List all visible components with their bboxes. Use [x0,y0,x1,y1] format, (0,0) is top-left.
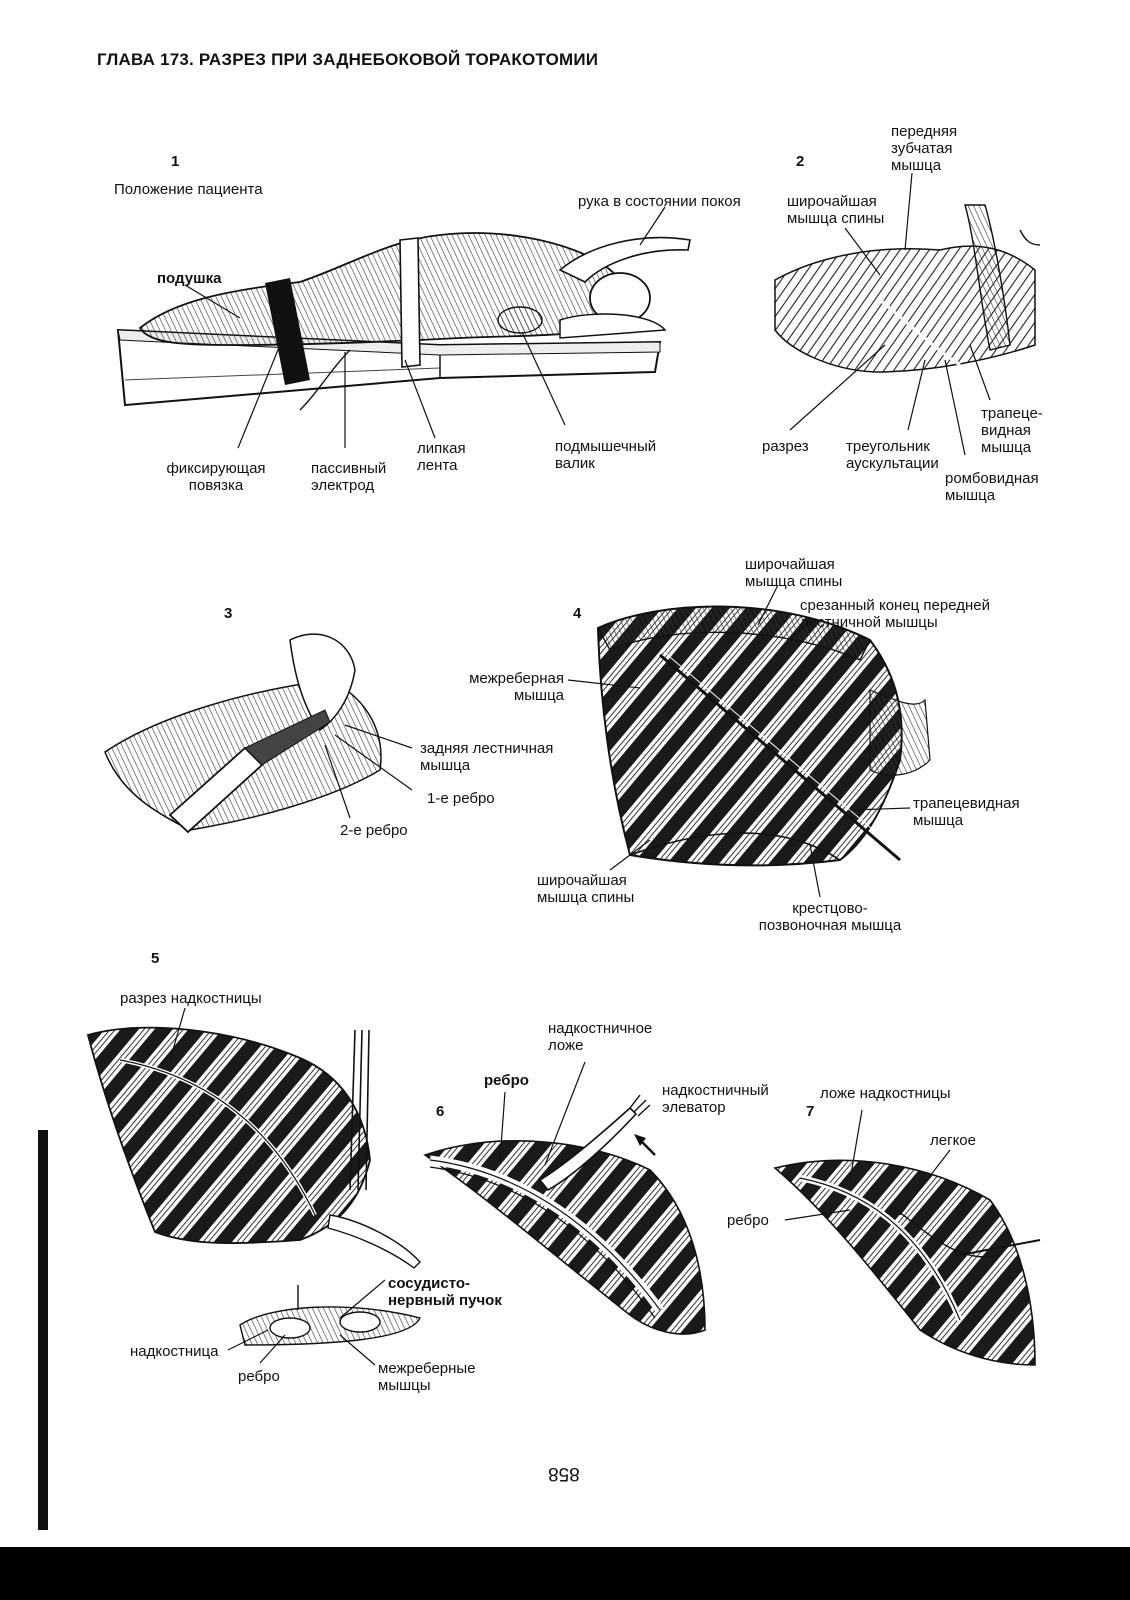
figure-5-drawing [86,1007,421,1366]
scan-footer-bar [0,1547,1130,1600]
label-first-rib: 1-е ребро [427,790,495,807]
label-pillow: подушка [157,270,222,287]
figure-7-number: 7 [806,1103,815,1120]
page-number: 858 [548,1463,580,1484]
figure-4-number: 4 [573,605,582,622]
figure-7-drawing [773,1109,1041,1366]
figure-6-drawing [423,1061,706,1335]
label-rib-7: ребро [727,1212,769,1229]
figure-3-number: 3 [224,605,233,622]
scan-edge-mark [38,1130,48,1530]
label-periosteum-bed: ложе надкостницы [820,1085,951,1102]
figure-5-number: 5 [151,950,160,967]
figure-2-drawing [774,172,1041,456]
label-periosteal-incision: разрез надкостницы [120,990,262,1007]
chapter-title: ГЛАВА 173. РАЗРЕЗ ПРИ ЗАДНЕБОКОВОЙ ТОРАК… [97,50,599,69]
figure-6-number: 6 [436,1103,445,1120]
figure-2-number: 2 [796,153,805,170]
figure-1-drawing [116,206,691,449]
label-lung: легкое [930,1132,976,1149]
label-second-rib: 2-е ребро [340,822,408,839]
label-erector-spinae: крестцово-позвоночная мышца [758,900,902,934]
figure-3-drawing [104,633,413,834]
label-neurovascular-bundle: сосудисто-нервный пучок [388,1275,502,1309]
label-rib-6: ребро [484,1072,529,1089]
label-arm-at-rest: рука в состоянии покоя [578,193,741,210]
label-periosteum: надкостница [130,1343,219,1360]
label-rib-5: ребро [238,1368,280,1385]
label-incision: разрез [762,438,809,455]
figure-1-number: 1 [171,153,180,170]
figure-1-caption: Положение пациента [114,181,263,198]
figure-4-drawing [567,584,931,898]
